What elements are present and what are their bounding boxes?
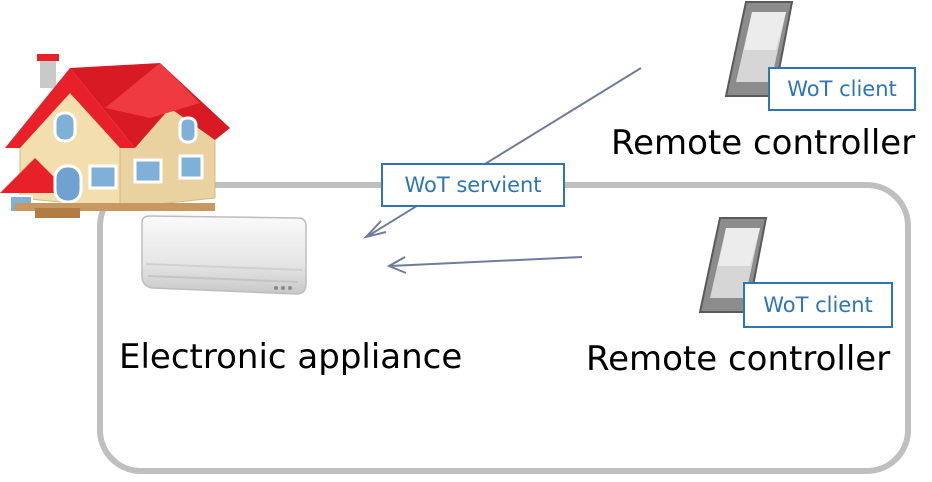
remote-caption-top: Remote controller xyxy=(611,123,916,163)
wot-servient-tag: WoT servient xyxy=(381,163,565,207)
air-conditioner-icon xyxy=(141,215,307,295)
appliance-caption: Electronic appliance xyxy=(119,337,463,377)
arrow-bottom-remote-to-appliance xyxy=(386,256,583,274)
arrow-top-remote-to-appliance xyxy=(362,67,642,239)
wot-client-tag-top: WoT client xyxy=(768,67,916,111)
wot-client-tag-bottom: WoT client xyxy=(743,282,893,328)
remote-caption-bottom: Remote controller xyxy=(586,339,891,379)
house-icon xyxy=(0,54,230,218)
